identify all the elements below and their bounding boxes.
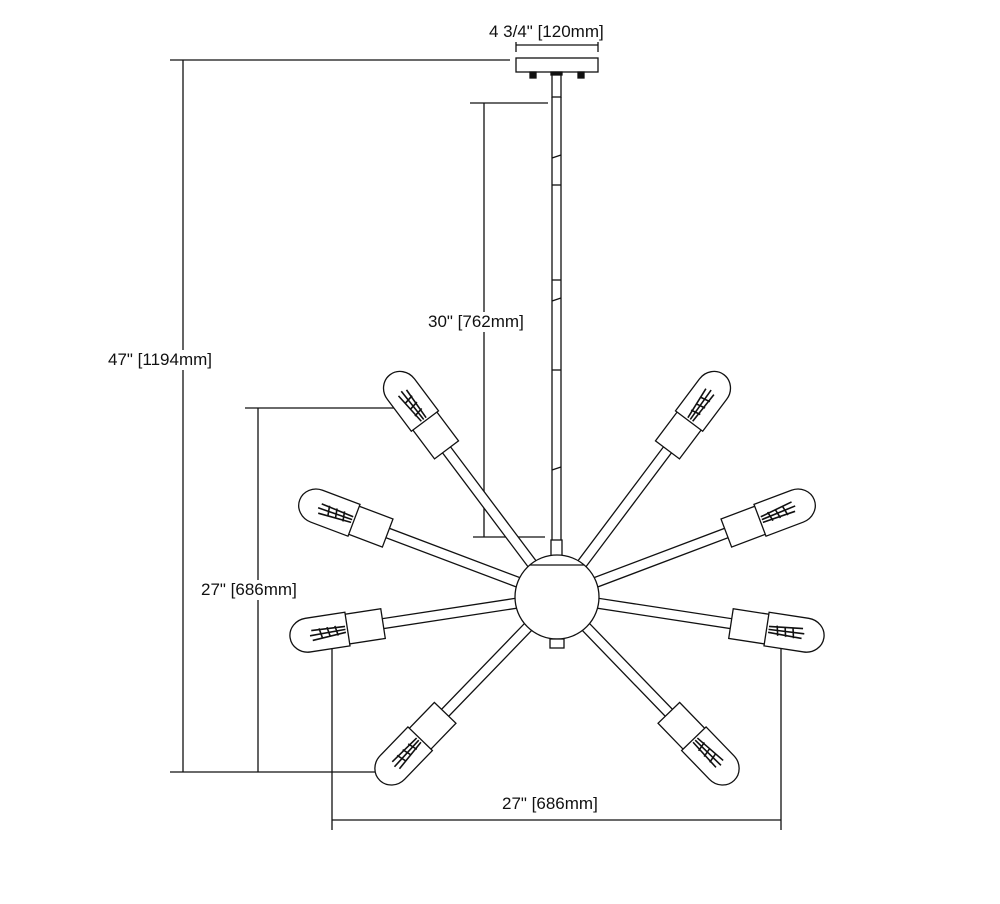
bulb <box>753 488 816 538</box>
arm-with-bulb <box>574 370 732 571</box>
arm-with-bulb <box>589 488 816 590</box>
arms <box>289 370 825 786</box>
dimension-overall-height <box>170 59 510 773</box>
arm-with-bulb <box>593 597 825 653</box>
filament <box>767 625 805 640</box>
bulb <box>298 488 361 538</box>
fixture-width-label: 27" [686mm] <box>502 794 598 814</box>
dimension-fixture-width <box>331 640 782 830</box>
fixture-height-label: 27" [686mm] <box>201 580 297 600</box>
arm-with-bulb <box>374 619 536 786</box>
filament <box>760 501 796 524</box>
filament <box>317 503 354 524</box>
filament <box>397 389 427 422</box>
arm-with-bulb <box>578 619 740 786</box>
filament <box>391 737 422 770</box>
filament <box>309 625 347 642</box>
arm-with-bulb <box>289 597 521 653</box>
arm-with-bulb <box>382 370 540 571</box>
stem <box>550 74 563 557</box>
overall-height-label: 47" [1194mm] <box>108 350 212 370</box>
filament <box>692 737 724 768</box>
stem-length-label: 30" [762mm] <box>428 312 524 332</box>
canopy-width-label: 4 3/4" [120mm] <box>489 22 604 42</box>
hub-sphere <box>514 554 600 649</box>
filament <box>687 388 715 422</box>
arm-with-bulb <box>298 488 525 590</box>
